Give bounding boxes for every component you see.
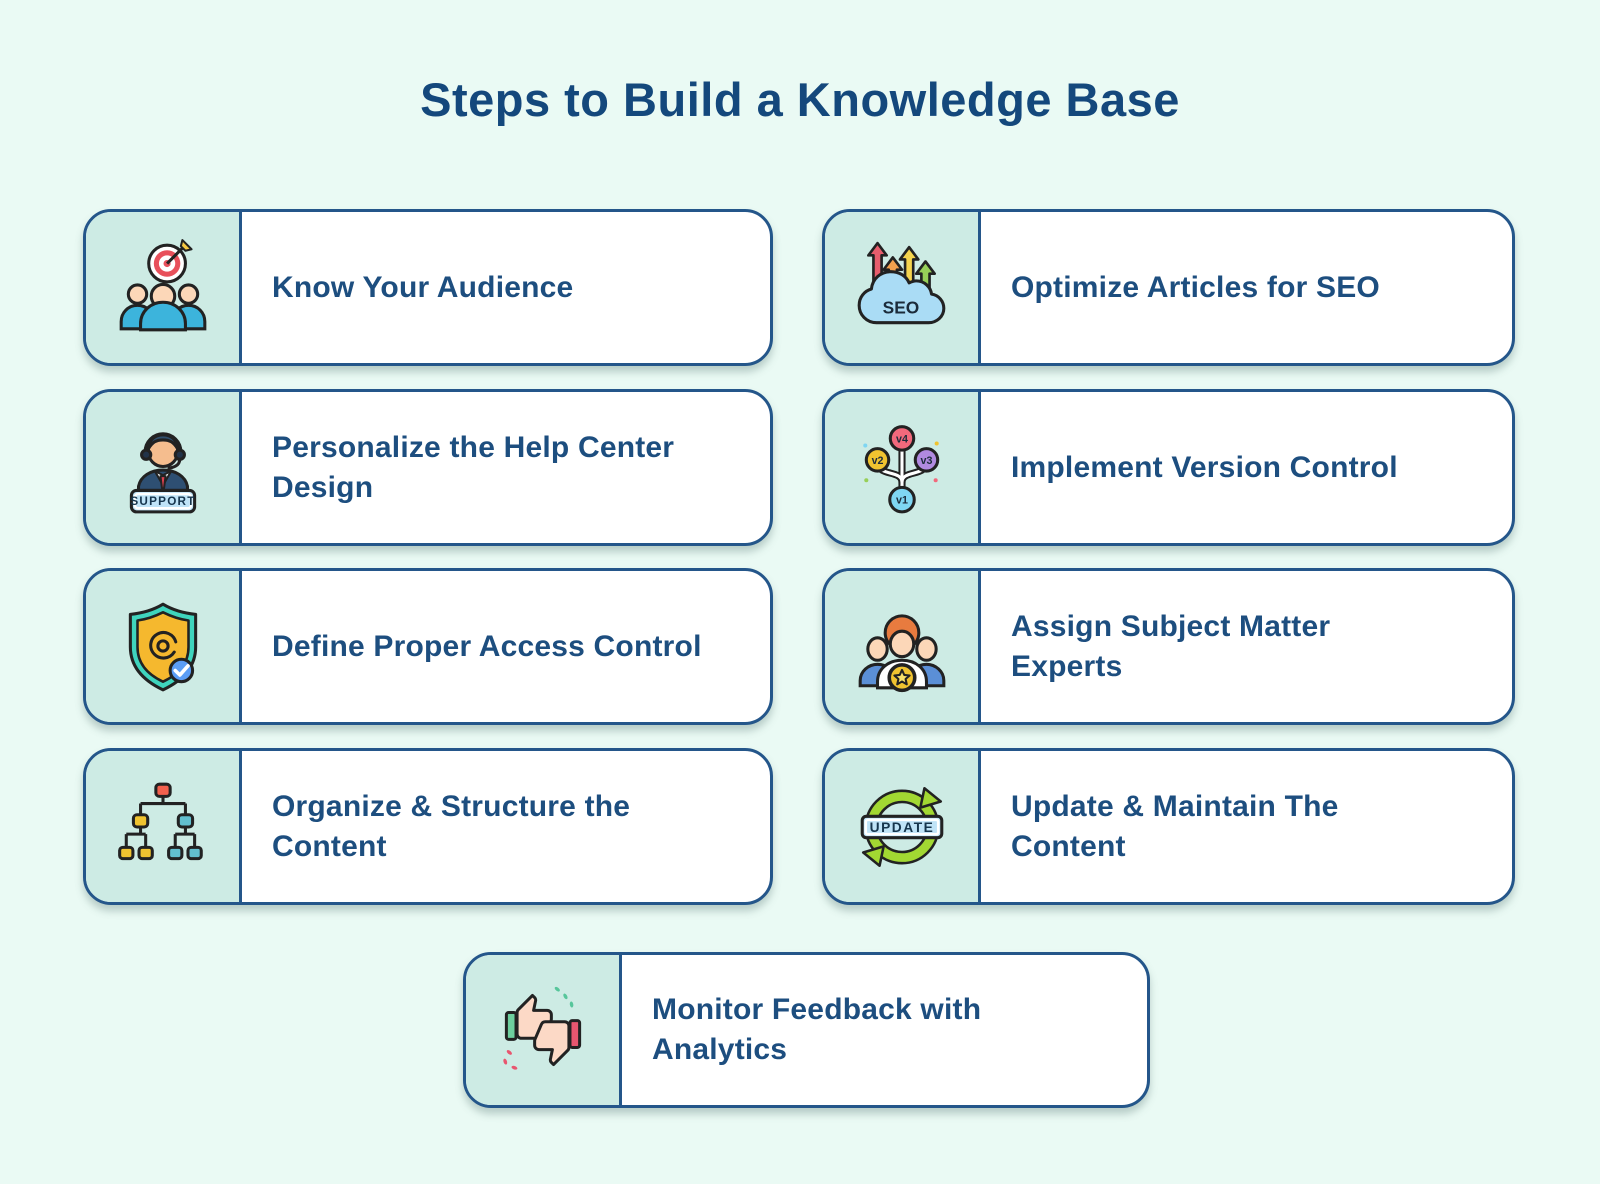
version-node-label: v2 bbox=[871, 454, 883, 466]
icon-panel: SUPPORT bbox=[86, 392, 242, 543]
version-node-label: v4 bbox=[896, 433, 908, 445]
step-label: Update & Maintain The Content bbox=[1011, 789, 1339, 863]
icon-panel bbox=[825, 571, 981, 722]
step-label: Implement Version Control bbox=[1011, 450, 1398, 484]
step-label: Personalize the Help Center Design bbox=[272, 430, 675, 504]
seo-cloud-label: SEO bbox=[882, 297, 919, 317]
sitemap-icon bbox=[117, 782, 203, 860]
step-label: Assign Subject Matter Experts bbox=[1011, 609, 1331, 683]
step-card-access-control: Define Proper Access Control bbox=[83, 568, 773, 725]
icon-panel: v2 v4 v3 v1 bbox=[825, 392, 981, 543]
page-title: Steps to Build a Knowledge Base bbox=[420, 73, 1180, 126]
step-card-know-your-audience: Know Your Audience bbox=[83, 209, 773, 366]
step-label: Define Proper Access Control bbox=[272, 629, 702, 663]
subject-experts-icon bbox=[858, 613, 945, 692]
step-card-organize-content: Organize & Structure the Content bbox=[83, 748, 773, 905]
step-label-cell: Implement Version Control bbox=[981, 392, 1512, 543]
support-agent-icon: SUPPORT bbox=[129, 431, 196, 513]
step-card-optimize-seo: SEO Optimize Articles for SEO bbox=[822, 209, 1515, 366]
step-label-cell: Monitor Feedback with Analytics bbox=[622, 955, 1147, 1105]
step-label-cell: Define Proper Access Control bbox=[242, 571, 770, 722]
seo-cloud-icon: SEO bbox=[857, 241, 945, 324]
step-card-monitor-feedback: Monitor Feedback with Analytics bbox=[463, 952, 1150, 1108]
step-card-personalize-help-center: SUPPORT Personalize the Help Center Desi… bbox=[83, 389, 773, 546]
step-label-cell: Know Your Audience bbox=[242, 212, 770, 363]
step-label-cell: Update & Maintain The Content bbox=[981, 751, 1512, 902]
step-card-version-control: v2 v4 v3 v1 Implement Version Control bbox=[822, 389, 1515, 546]
icon-panel bbox=[86, 571, 242, 722]
version-node-label: v1 bbox=[896, 494, 908, 506]
icon-panel: UPDATE bbox=[825, 751, 981, 902]
icon-panel bbox=[86, 212, 242, 363]
step-label-cell: Organize & Structure the Content bbox=[242, 751, 770, 902]
icon-panel bbox=[86, 751, 242, 902]
update-banner-label: UPDATE bbox=[869, 820, 934, 835]
feedback-thumbs-icon bbox=[502, 986, 581, 1070]
step-card-subject-experts: Assign Subject Matter Experts bbox=[822, 568, 1515, 725]
step-label: Organize & Structure the Content bbox=[272, 789, 631, 863]
step-label: Know Your Audience bbox=[272, 270, 574, 304]
icon-panel bbox=[466, 955, 622, 1105]
version-control-icon: v2 v4 v3 v1 bbox=[862, 424, 939, 513]
support-sign-label: SUPPORT bbox=[130, 495, 195, 508]
icon-panel: SEO bbox=[825, 212, 981, 363]
update-cycle-icon: UPDATE bbox=[860, 786, 943, 867]
step-label: Monitor Feedback with Analytics bbox=[652, 993, 982, 1066]
audience-target-icon bbox=[119, 238, 206, 331]
step-card-update-content: UPDATE Update & Maintain The Content bbox=[822, 748, 1515, 905]
access-shield-icon bbox=[128, 602, 197, 691]
step-label-cell: Optimize Articles for SEO bbox=[981, 212, 1512, 363]
step-label-cell: Assign Subject Matter Experts bbox=[981, 571, 1512, 722]
step-label-cell: Personalize the Help Center Design bbox=[242, 392, 770, 543]
version-node-label: v3 bbox=[920, 454, 932, 466]
step-label: Optimize Articles for SEO bbox=[1011, 270, 1380, 304]
